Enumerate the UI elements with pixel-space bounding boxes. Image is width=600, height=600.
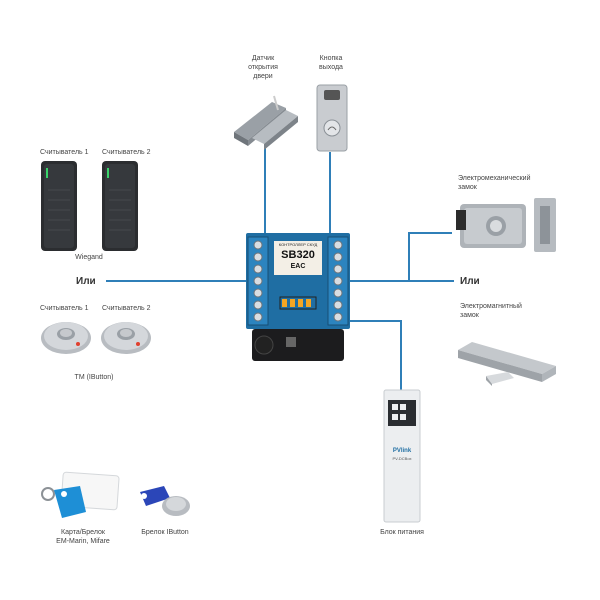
wiegand-reader2-image: [102, 161, 138, 251]
card-label-line1: Карта/Брелок: [61, 529, 105, 536]
tm-reader1-image: [41, 322, 91, 354]
wire-right: [348, 280, 454, 282]
ili-right-label: Или: [460, 276, 480, 287]
exit-button-label: Кнопка выхода: [308, 54, 354, 72]
exit-button-label-line2: выхода: [319, 64, 343, 71]
ili-left-label: Или: [76, 276, 96, 287]
reader2-bottom-label: Считыватель 2: [102, 305, 151, 312]
door-sensor-label-line1: Датчик: [251, 55, 275, 62]
ibutton-fob-label: Брелок IButton: [141, 529, 189, 536]
wire-em-lock-vertical: [408, 232, 410, 281]
wire-psu-vertical: [400, 320, 402, 390]
power-supply: PVlink PV-DCBox: [383, 389, 421, 523]
card-label-line2: EM-Marin, Mifare: [56, 538, 110, 545]
psu-brand: PVlink: [392, 448, 412, 454]
psu-model: PV-DCBox: [392, 456, 412, 461]
psu-label: Блок питания: [380, 529, 424, 536]
card-label: Карта/Брелок EM-Marin, Mifare: [48, 528, 118, 546]
controller-eac: EAC: [290, 263, 306, 270]
mag-lock-image: [458, 342, 556, 386]
mag-lock-label: Электромагнитный замок: [460, 302, 522, 320]
door-sensor-label: Датчик открытия двери: [238, 54, 288, 81]
wire-psu-horizontal: [348, 320, 402, 322]
card-fob-image: [41, 471, 120, 518]
controller-board: КОНТРОЛЛЕР СКУД SB320 EAC: [246, 233, 350, 363]
controller-model: SB320: [281, 249, 315, 261]
mag-lock-label-line1: Электромагнитный: [460, 303, 522, 310]
reader2-top-label: Считыватель 2: [102, 149, 151, 156]
em-lock-image: [456, 198, 556, 252]
wiegand-label: Wiegand: [75, 254, 103, 261]
em-lock-label-line1: Электромеханический: [458, 175, 531, 182]
wire-exit-button: [329, 152, 331, 237]
controller-subtitle: КОНТРОЛЛЕР СКУД: [278, 242, 318, 247]
power-supply-image: [383, 389, 421, 523]
tm-label: TM (IButton): [74, 374, 114, 381]
wire-left: [106, 280, 248, 282]
tm-reader2-image: [101, 322, 151, 354]
em-lock-label-line2: замок: [458, 184, 477, 191]
em-lock-label: Электромеханический замок: [458, 174, 530, 192]
mag-lock-label-line2: замок: [460, 312, 479, 319]
door-sensor-label-line2: открытия: [248, 64, 278, 71]
wire-em-lock-horizontal: [408, 232, 452, 234]
wire-door-sensor: [264, 148, 266, 237]
reader1-bottom-label: Считыватель 1: [40, 305, 89, 312]
ibutton-fob-image: [140, 486, 190, 516]
controller-board-image: [246, 233, 350, 361]
exit-button-label-line1: Кнопка: [319, 55, 343, 62]
exit-button-image: [316, 84, 348, 152]
door-sensor-label-line3: двери: [253, 73, 273, 80]
door-sensor-image: [234, 95, 298, 150]
reader1-top-label: Считыватель 1: [40, 149, 89, 156]
wiegand-reader1-image: [41, 161, 77, 251]
